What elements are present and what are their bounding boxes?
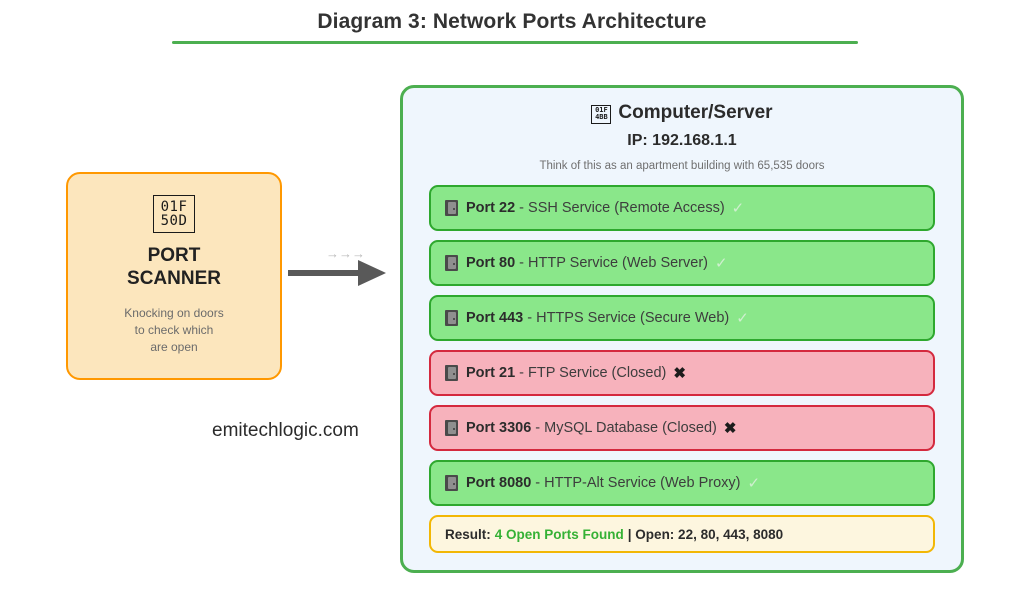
page-title: Diagram 3: Network Ports Architecture: [0, 10, 1024, 34]
check-icon: ✓: [747, 475, 761, 492]
check-icon: ✓: [714, 255, 728, 272]
arrow-shaft: [288, 270, 364, 276]
computer-server-panel: 01F 4BB Computer/Server IP: 192.168.1.1 …: [400, 85, 964, 573]
port-row: Port 22- SSH Service (Remote Access) ✓: [429, 185, 935, 231]
cross-icon: ✖: [673, 365, 686, 382]
server-heading-text: Computer/Server: [618, 102, 773, 123]
port-row: Port 3306- MySQL Database (Closed) ✖: [429, 405, 935, 451]
port-number-label: Port 3306: [466, 420, 532, 436]
port-list: Port 22- SSH Service (Remote Access)✓Por…: [429, 185, 935, 506]
server-analogy-note: Think of this as an apartment building w…: [539, 160, 825, 172]
port-number-label: Port 8080: [466, 475, 532, 491]
result-open-count: 4 Open Ports Found: [494, 526, 624, 542]
title-underline: [172, 41, 858, 44]
port-description: - FTP Service (Closed): [519, 365, 667, 381]
port-description: - HTTP Service (Web Server): [519, 255, 708, 271]
watermark-text: emitechlogic.com: [212, 420, 359, 441]
arrow-tick-marks: →→→: [326, 246, 365, 261]
door-icon: [445, 420, 458, 436]
port-scanner-subtitle-line2: to check which: [134, 323, 214, 338]
server-ip-address: IP: 192.168.1.1: [627, 132, 737, 149]
magnifying-glass-tofu-icon: 01F 50D: [153, 195, 195, 234]
cross-icon: ✖: [723, 420, 737, 437]
port-description: - HTTP-Alt Service (Web Proxy): [535, 475, 741, 491]
server-heading: 01F 4BB Computer/Server: [429, 102, 935, 124]
door-icon: [445, 200, 458, 216]
port-description: - SSH Service (Remote Access): [519, 200, 725, 216]
port-description: - HTTPS Service (Secure Web): [527, 310, 730, 326]
check-icon: ✓: [736, 310, 749, 327]
result-label: Result:: [445, 526, 491, 542]
scan-result-bar: Result: 4 Open Ports Found | Open: 22, 8…: [429, 515, 935, 553]
port-scanner-title-line2: SCANNER: [127, 267, 221, 289]
port-row: Port 443- HTTPS Service (Secure Web) ✓: [429, 295, 935, 341]
laptop-tofu-icon: 01F 4BB: [591, 104, 612, 124]
door-icon: [445, 475, 458, 491]
port-scanner-title-line1: PORT: [147, 245, 201, 267]
port-number-label: Port 21: [466, 365, 516, 381]
tofu-hex-bottom: 50D: [160, 213, 188, 230]
port-row: Port 8080- HTTP-Alt Service (Web Proxy) ✓: [429, 460, 935, 506]
door-icon: [445, 310, 458, 326]
port-scanner-subtitle: Knocking on doors to check which are ope…: [124, 305, 223, 357]
port-number-label: Port 443: [466, 310, 524, 326]
port-number-label: Port 80: [466, 255, 516, 271]
port-scanner-node: 01F 50D PORT SCANNER Knocking on doors t…: [66, 172, 282, 380]
arrow-head-icon: [358, 260, 386, 286]
check-icon: ✓: [731, 200, 745, 217]
port-scanner-subtitle-line3: are open: [150, 340, 198, 355]
port-scanner-subtitle-line1: Knocking on doors: [124, 305, 224, 320]
port-row: Port 21- FTP Service (Closed) ✖: [429, 350, 935, 396]
port-scanner-title: PORT SCANNER: [127, 245, 221, 291]
port-description: - MySQL Database (Closed): [535, 420, 717, 436]
tofu-hex-top: 01F: [595, 106, 608, 114]
port-row: Port 80- HTTP Service (Web Server) ✓: [429, 240, 935, 286]
result-open-list: | Open: 22, 80, 443, 8080: [627, 526, 784, 542]
tofu-hex-bottom: 4BB: [595, 113, 608, 121]
page-title-text: Diagram 3: Network Ports Architecture: [317, 10, 707, 33]
door-icon: [445, 365, 458, 381]
door-icon: [445, 255, 458, 271]
tofu-hex-top: 01F: [160, 199, 188, 216]
port-number-label: Port 22: [466, 200, 516, 216]
scanner-to-server-arrow: →→→: [288, 246, 400, 296]
